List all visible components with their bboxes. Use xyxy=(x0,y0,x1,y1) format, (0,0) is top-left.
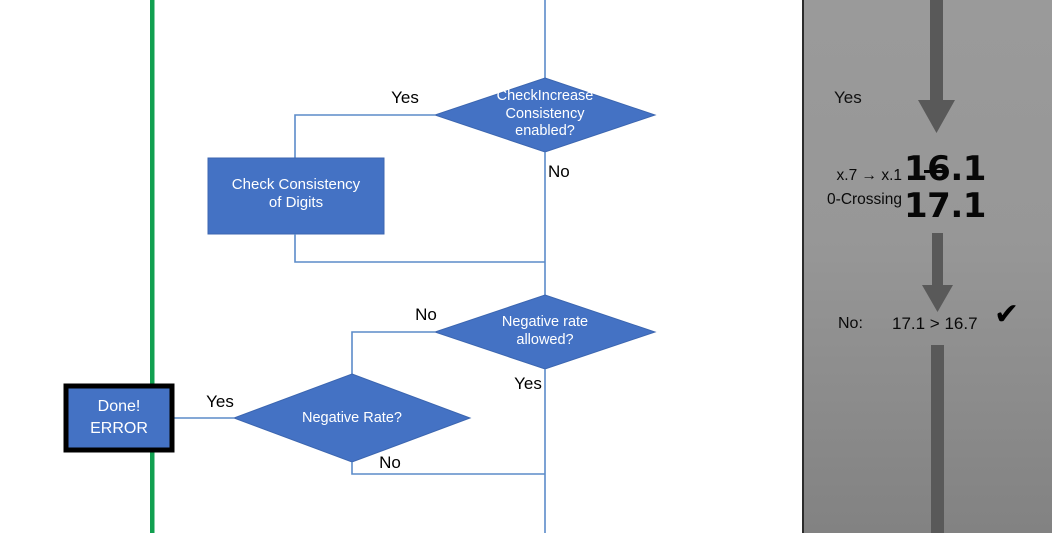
edge-label-negative-rate-yes: Yes xyxy=(206,392,234,411)
panel-comparison-label: No: xyxy=(838,315,863,332)
panel-arrows xyxy=(918,0,955,533)
check-mark-icon: ✔ xyxy=(994,297,1020,332)
connector-allowed-no xyxy=(351,331,435,374)
panel-arrow-top xyxy=(918,0,955,133)
panel-arrow-middle xyxy=(922,233,953,312)
diamond-negative-rate[interactable] xyxy=(232,373,472,463)
edge-label-consistency-no: No xyxy=(548,162,570,181)
green-divider-line xyxy=(150,0,155,533)
panel-value-struck: 16.1 xyxy=(904,152,986,186)
terminator-done-error[interactable] xyxy=(63,383,175,453)
panel-value-result: 17.1 xyxy=(904,186,986,226)
process-check-consistency-of-digits[interactable] xyxy=(207,157,385,235)
edge-label-allowed-yes: Yes xyxy=(514,374,542,393)
edge-label-allowed-no: No xyxy=(415,305,437,324)
diamond-checkincrease-consistency[interactable] xyxy=(433,77,657,153)
panel-annotation-line2: 0-Crossing xyxy=(827,191,902,208)
connector-negative-rate-no xyxy=(351,462,545,475)
panel-arrow-bottom xyxy=(931,345,944,533)
annotation-panel: Yes x.7 → x.1 0-Crossing 16.1 17.1 No: 1… xyxy=(802,0,1052,533)
panel-comparison-value: 17.1 > 16.7 xyxy=(892,314,978,333)
connector-digits-to-trunk xyxy=(294,234,545,263)
diamond-negative-rate-allowed[interactable] xyxy=(433,294,657,370)
edge-label-consistency-yes: Yes xyxy=(391,88,419,107)
panel-annotation-line1: x.7 → x.1 xyxy=(836,167,902,184)
panel-yes-label: Yes xyxy=(834,88,862,107)
connector-consistency-yes xyxy=(294,114,435,158)
panel-value-struck-text: 16.1 xyxy=(904,149,986,189)
edge-label-negative-rate-no: No xyxy=(379,453,401,472)
